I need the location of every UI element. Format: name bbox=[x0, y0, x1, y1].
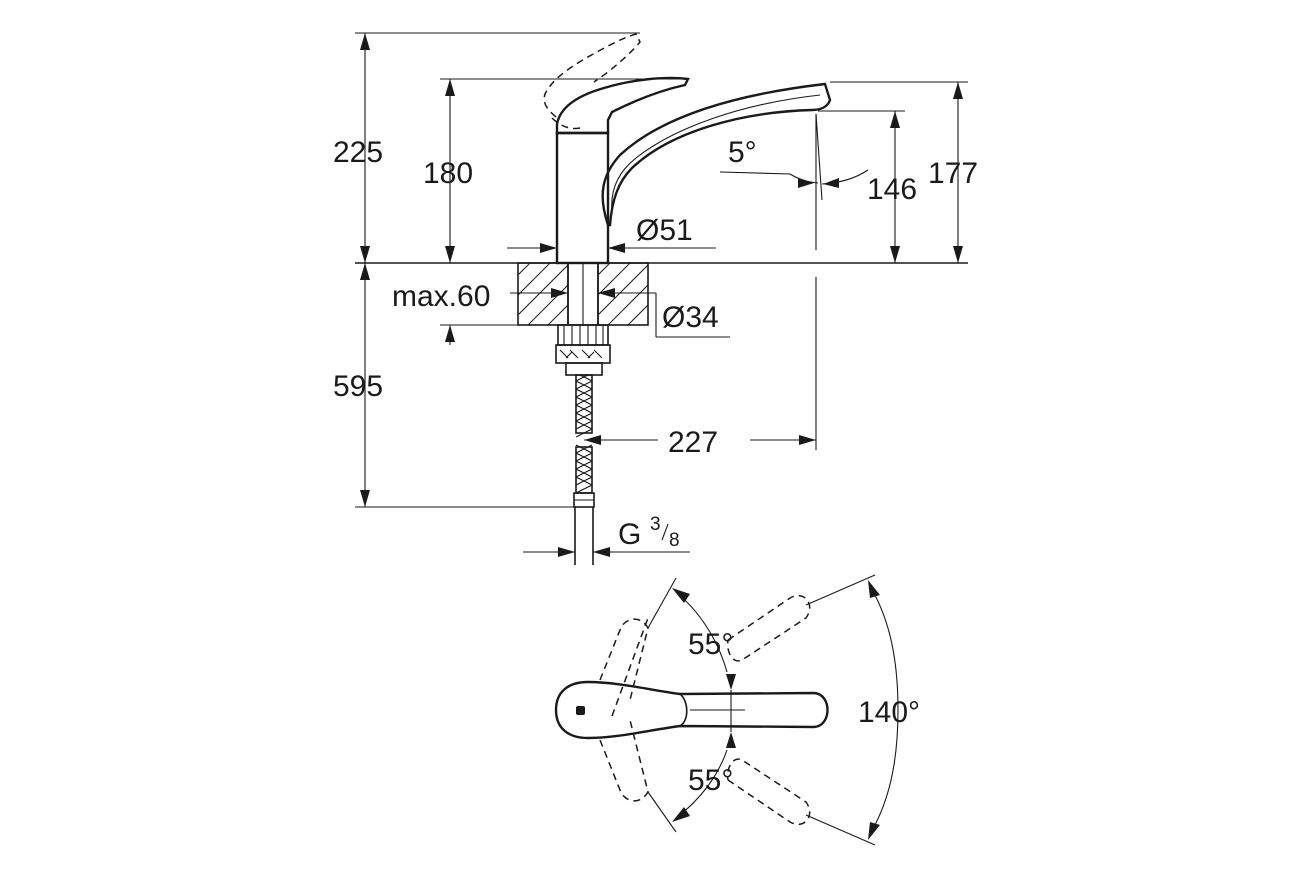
dim-lever-range: 140° bbox=[858, 696, 920, 729]
indicator-dot bbox=[576, 706, 585, 715]
dim-base-diameter: Ø51 bbox=[636, 214, 693, 247]
faucet-top-view: 55° 55° 140° bbox=[554, 574, 920, 846]
dimension-lines: 225 180 177 146 5° Ø51 bbox=[333, 32, 978, 557]
flexible-hose bbox=[573, 374, 595, 565]
dim-spout-angle: 5° bbox=[728, 136, 757, 169]
dim-swivel-right: 55° bbox=[688, 764, 733, 797]
dim-hole-diameter: Ø34 bbox=[662, 301, 719, 334]
dim-hose-length: 595 bbox=[333, 370, 383, 403]
mounting-shank bbox=[567, 262, 599, 326]
dim-thread-numerator: 3 bbox=[650, 514, 661, 535]
spout bbox=[601, 82, 832, 227]
faucet-body bbox=[555, 131, 610, 265]
dim-swivel-left: 55° bbox=[688, 628, 733, 661]
dim-spout-reach: 227 bbox=[668, 426, 718, 459]
lever-handle bbox=[555, 76, 690, 135]
top-lever bbox=[554, 680, 829, 740]
dim-total-height: 225 bbox=[333, 136, 383, 169]
dim-outlet-height: 146 bbox=[867, 173, 917, 206]
dim-spout-height: 177 bbox=[928, 157, 978, 190]
dim-thread-denominator: 8 bbox=[669, 530, 680, 551]
fixing-nut bbox=[555, 324, 611, 376]
faucet-side-view bbox=[355, 33, 968, 565]
dim-counter-thickness: max.60 bbox=[392, 280, 490, 313]
dim-lever-height: 180 bbox=[423, 157, 473, 190]
dim-connection-thread: G bbox=[618, 518, 641, 551]
lever-raised-outline bbox=[543, 33, 641, 118]
